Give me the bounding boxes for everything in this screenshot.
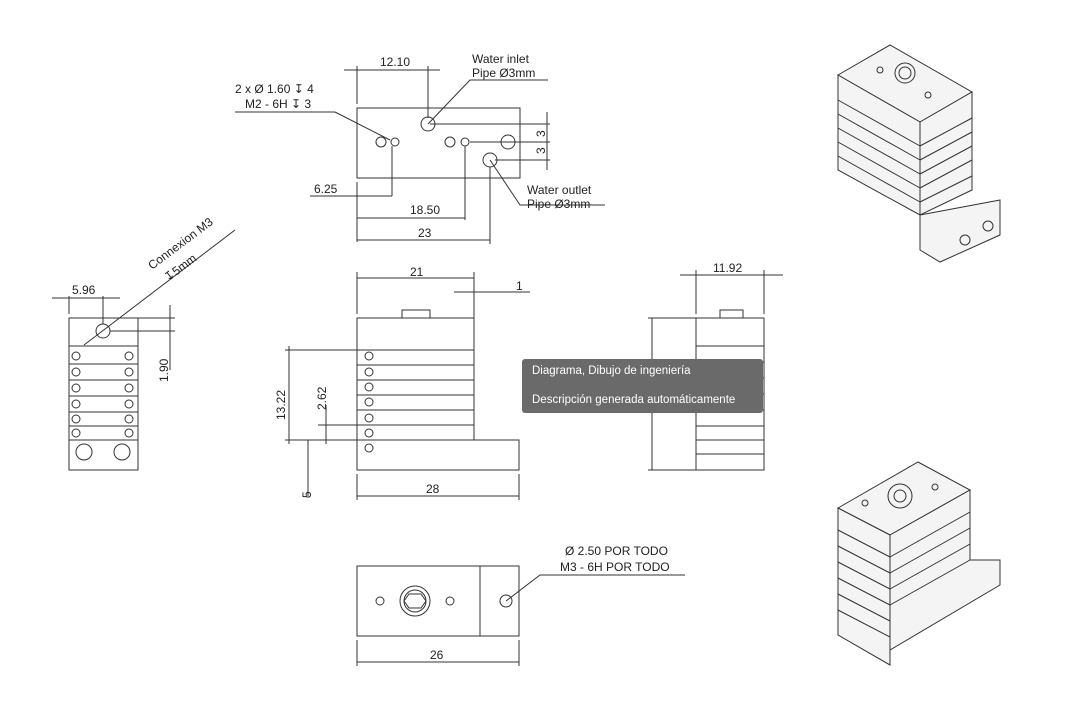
hole <box>390 137 400 147</box>
front-view: 21 1 13.22 2.62 5 28 <box>274 265 530 500</box>
bottom-note-1: Ø 2.50 POR TODO <box>565 544 668 558</box>
dim-1: 1 <box>516 279 523 293</box>
holes-note-2: M2 - 6H ↧ 3 <box>245 97 311 111</box>
bottom-view: Ø 2.50 POR TODO M3 - 6H POR TODO 26 <box>356 544 685 666</box>
isometric-view-bottom <box>836 461 1001 666</box>
hole <box>460 137 470 147</box>
dim-21: 21 <box>410 265 424 279</box>
dim-11-92: 11.92 <box>713 261 742 275</box>
dim-26: 26 <box>430 648 444 662</box>
dim-12-10: 12.10 <box>380 55 410 69</box>
dim-6-25: 6.25 <box>314 182 338 196</box>
dim-13-22: 13.22 <box>274 390 288 420</box>
hole <box>375 136 387 148</box>
dim-1-90: 1.90 <box>157 358 171 382</box>
dim-5-96: 5.96 <box>72 283 96 297</box>
tooltip-description: Descripción generada automáticamente <box>532 394 736 406</box>
water-inlet-label: Water inlet <box>472 52 530 66</box>
dim-3b: 3 <box>534 147 548 154</box>
dim-5: 5 <box>300 491 314 498</box>
top-view: 12.10 Water inlet Pipe Ø3mm 2 x Ø 1.60 ↧… <box>235 52 605 244</box>
dim-3a: 3 <box>534 130 548 137</box>
isometric-view-top <box>836 44 1001 263</box>
left-view: 5.96 Connexion M3 ↧5mm 1.90 <box>52 214 236 471</box>
dim-18-50: 18.50 <box>410 203 440 217</box>
holes-note-1: 2 x Ø 1.60 ↧ 4 <box>235 82 314 96</box>
water-outlet-pipe-label: Pipe Ø3mm <box>527 197 590 211</box>
bottom-note-2: M3 - 6H POR TODO <box>560 560 670 574</box>
dim-2-62: 2.62 <box>315 386 329 410</box>
dim-28: 28 <box>426 482 440 496</box>
water-outlet-label: Water outlet <box>527 183 592 197</box>
water-inlet-pipe-label: Pipe Ø3mm <box>472 66 535 80</box>
tooltip: Diagrama, Dibujo de ingeniería Descripci… <box>522 359 763 413</box>
dim-23: 23 <box>418 226 432 240</box>
hole <box>444 136 456 148</box>
tooltip-title: Diagrama, Dibujo de ingeniería <box>532 365 691 377</box>
